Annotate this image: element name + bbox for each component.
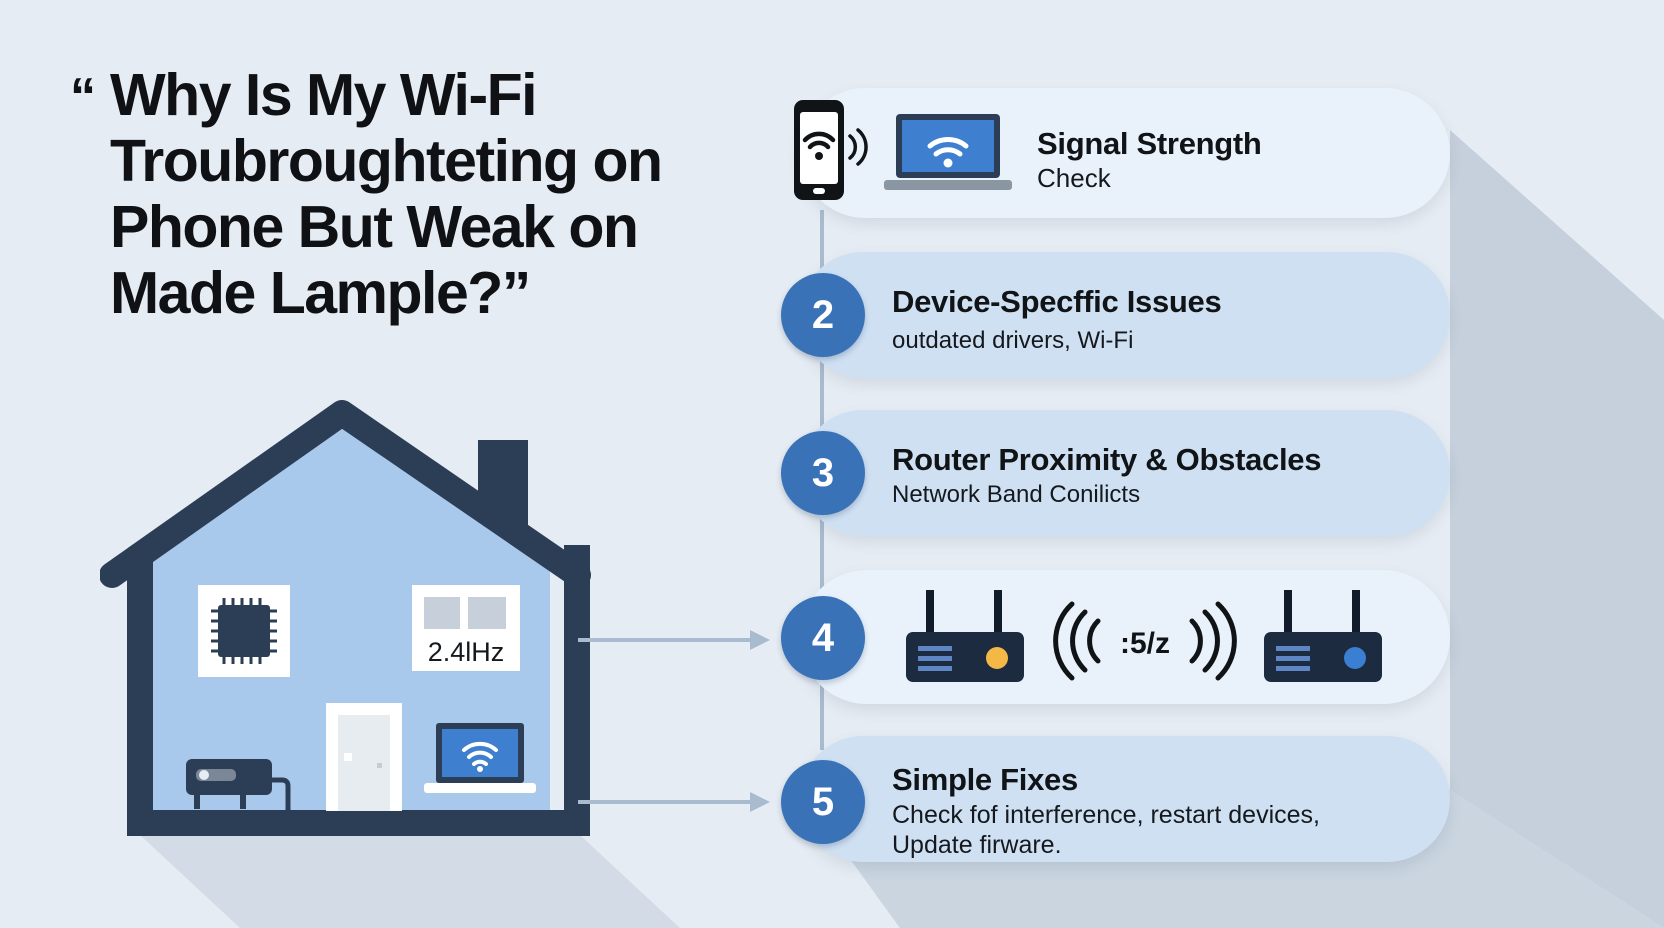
laptop-wifi-icon: [424, 723, 536, 793]
step-4-number: 4: [781, 596, 865, 680]
band-label: :5/z: [1120, 627, 1170, 660]
step-card-simple-fixes: [800, 736, 1450, 862]
connector-arrow: [578, 792, 770, 812]
step-3-title: Router Proximity & Obstacles: [892, 442, 1322, 477]
house-roof: [100, 400, 591, 588]
signal-waves-icon: :5/z: [1053, 601, 1237, 681]
connector-arrow: [578, 630, 770, 650]
step-3-number: 3: [781, 431, 865, 515]
router-icon: [1264, 590, 1382, 682]
step-card-router-proximity: [800, 410, 1450, 536]
headline-line-4: Made Lample?”: [110, 260, 531, 326]
house-body: [140, 413, 550, 823]
router-icon: [906, 590, 1024, 682]
step-5-subtitle-line-2: Update firware.: [892, 831, 1062, 859]
headline-line-2: Troubroughteting on: [110, 128, 663, 194]
step-3-subtitle: Network Band Conilicts: [892, 481, 1141, 508]
window-icon: [412, 585, 520, 671]
step-2-subtitle: outdated drivers, Wi-Fi: [892, 327, 1134, 354]
headline-line-1: Why Is My Wi-Fi: [110, 62, 538, 128]
headline: “ Why Is My Wi-Fi Troubroughteting on Ph…: [70, 62, 710, 326]
frequency-label: 2.4lHz: [428, 637, 505, 667]
step-2-title: Device-Specffic Issues: [892, 284, 1222, 319]
step-5-number: 5: [781, 760, 865, 844]
headline-open-quote: “: [70, 68, 96, 126]
router-led: [1344, 647, 1366, 669]
step-2-number: 2: [781, 273, 865, 357]
headline-line-3: Phone But Weak on: [110, 194, 639, 260]
step-1-subtitle: Check: [1037, 163, 1111, 193]
chip-icon: [198, 585, 290, 677]
step-card-device-specific: [800, 252, 1450, 378]
house-illustration: 2.4lHz: [100, 400, 591, 836]
step-1-title: Signal Strength: [1037, 126, 1262, 161]
step-5-subtitle-line-1: Check fof interference, restart devices,: [892, 801, 1320, 829]
laptop-wifi-icon: [884, 114, 1012, 190]
step-5-title: Simple Fixes: [892, 762, 1078, 797]
router-led: [986, 647, 1008, 669]
house-walls: [127, 545, 590, 836]
router-icon: [186, 759, 291, 811]
door-icon: [326, 703, 402, 811]
smartphone-wifi-icon: [794, 100, 868, 200]
